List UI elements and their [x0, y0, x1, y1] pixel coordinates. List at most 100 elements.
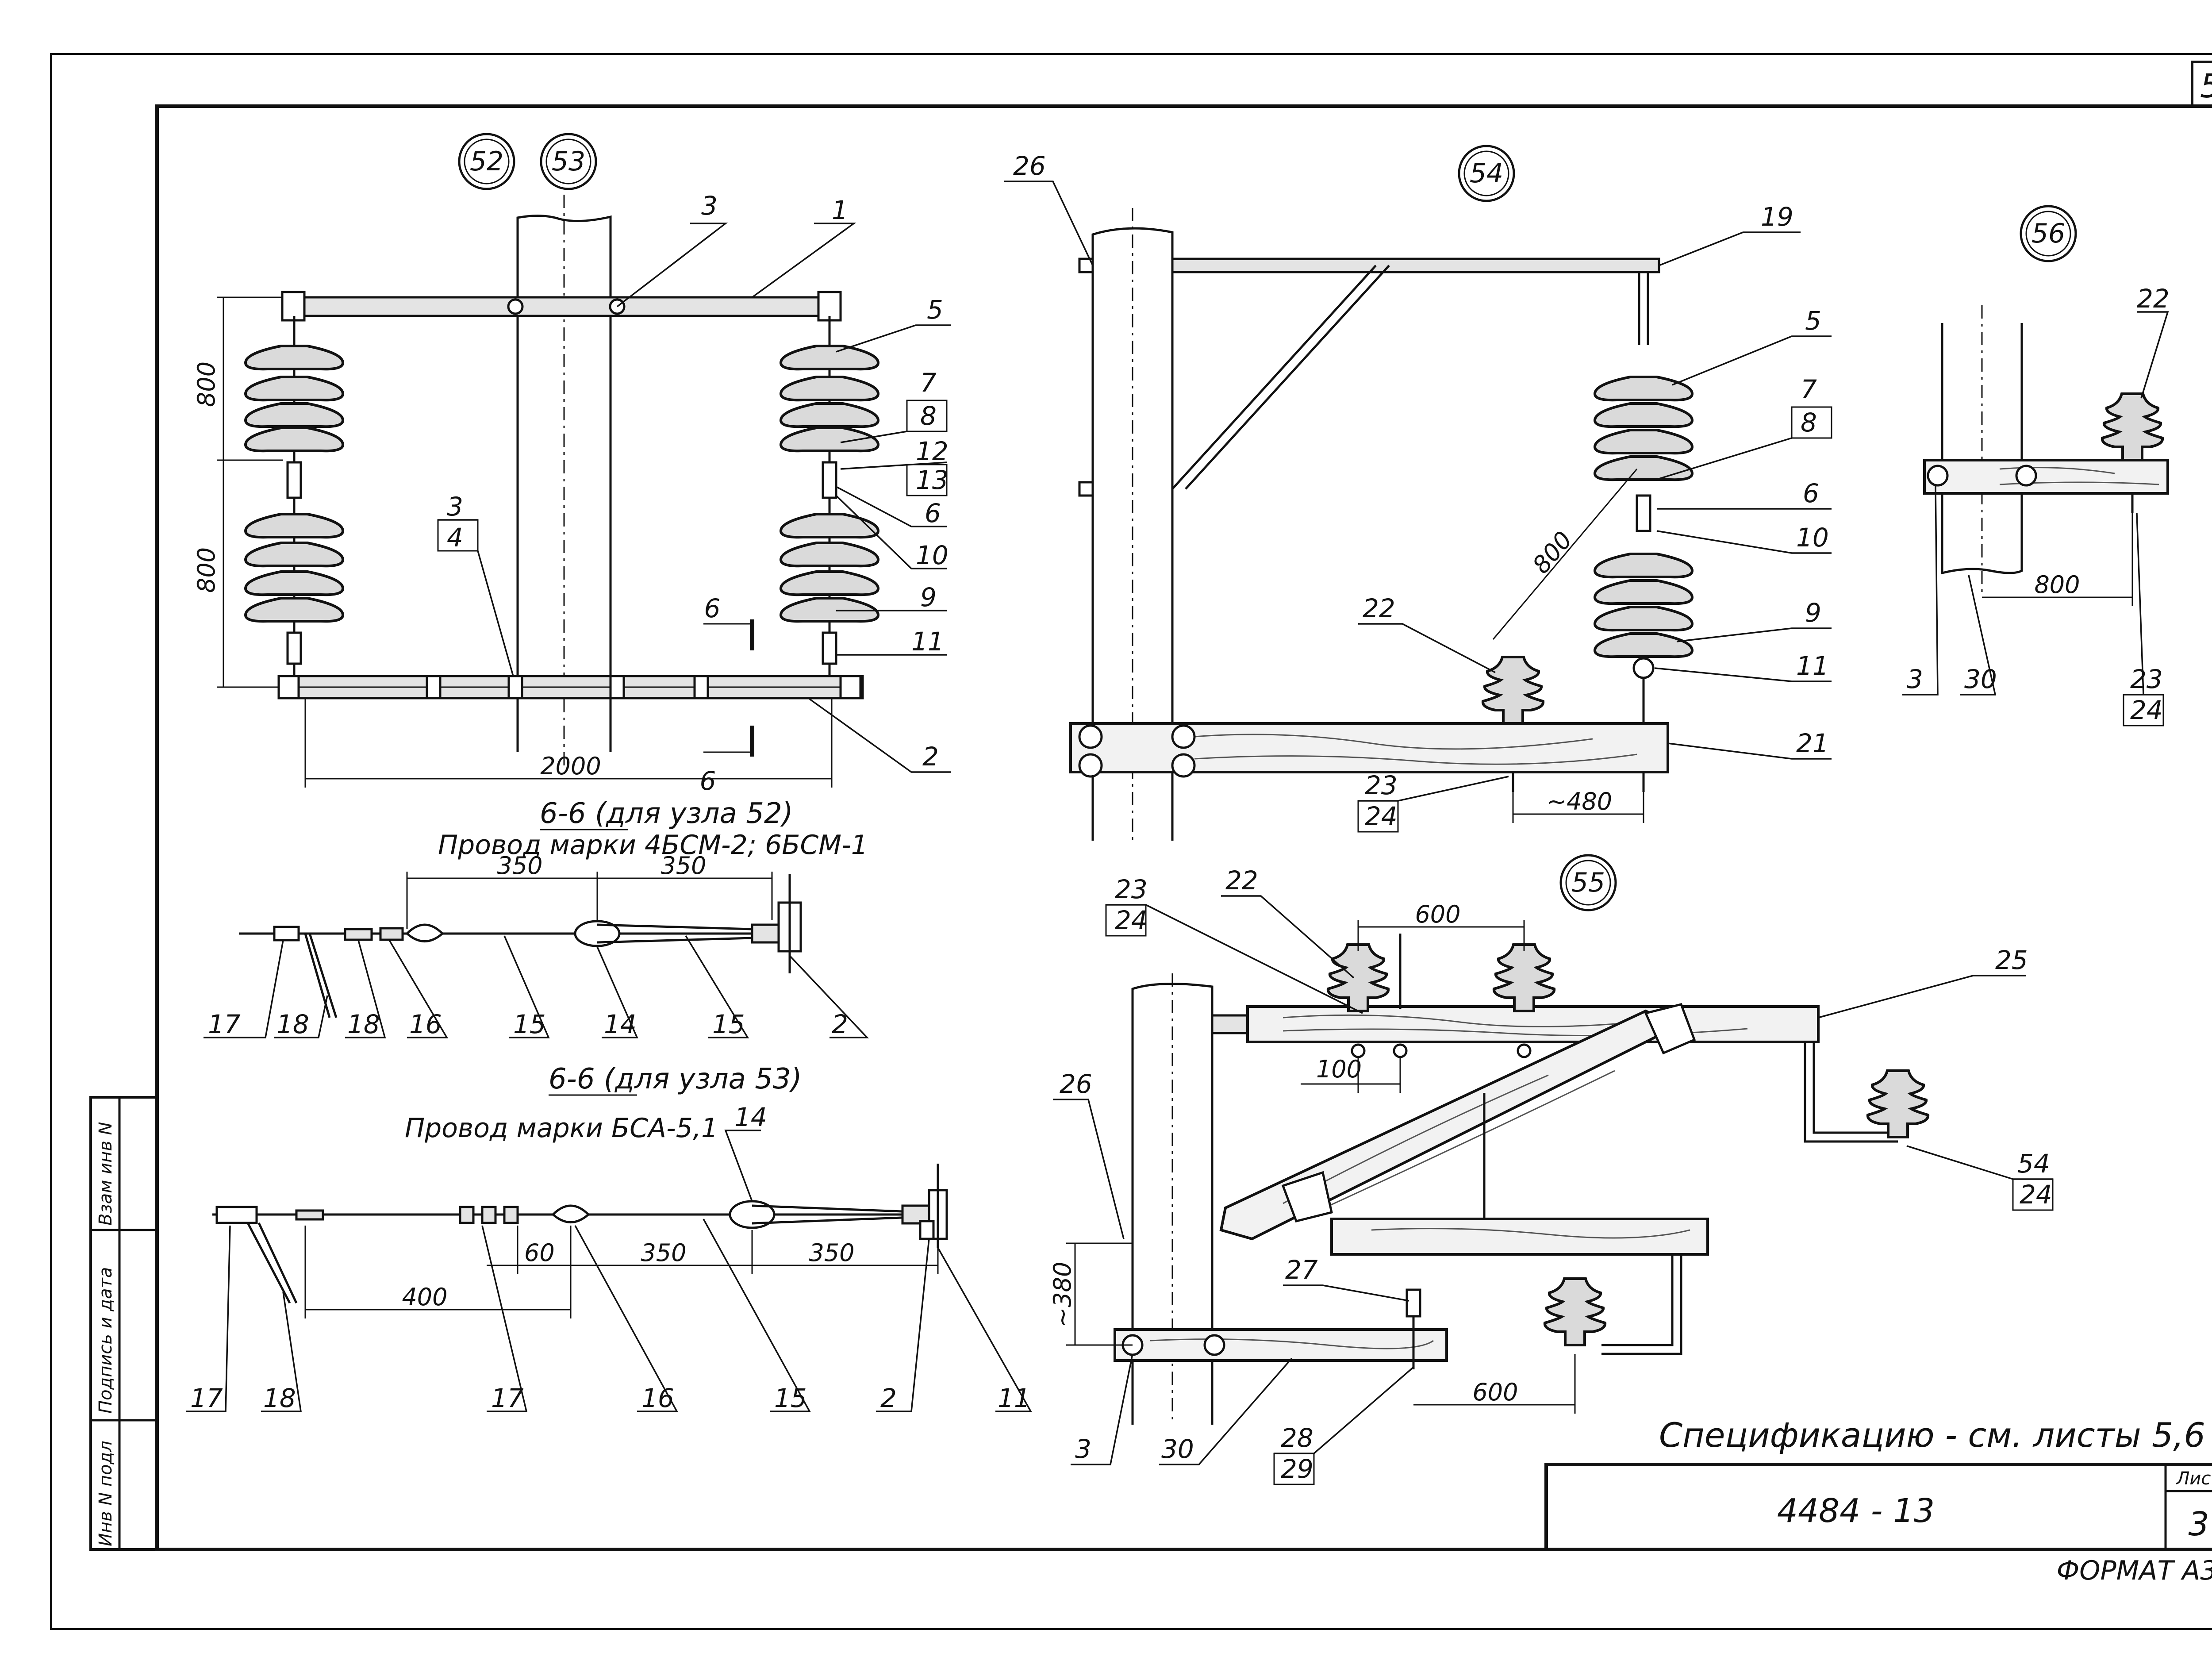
label-view52-labels-l9: 9	[920, 582, 937, 612]
label-view55-labels-l24b: 24	[2020, 1180, 2052, 1210]
label-view55-labels-l28: 28	[1281, 1423, 1313, 1453]
view-55: 55 600	[1048, 854, 2054, 1485]
wood-arm-bottom-55	[1114, 1328, 1448, 1362]
label-view52-labels-l3b: 3	[447, 492, 463, 522]
label-view54-labels-l6: 6	[1803, 478, 1819, 508]
node-54-label: 54	[1470, 158, 1503, 189]
node-56-label: 56	[2032, 218, 2065, 249]
node-55-circle	[1559, 854, 1617, 911]
label-view55-labels-l25: 25	[1995, 945, 2028, 975]
section-52-title: 6-6 (для узла 52)	[540, 797, 793, 830]
pole-52	[516, 215, 612, 752]
crossarm-top-52	[282, 296, 842, 317]
stamp-signature-date: Подпись и дата	[96, 1267, 116, 1414]
dim-800-bottom: 800	[192, 547, 220, 593]
label-view54-labels-l21: 21	[1796, 728, 1829, 758]
dim-800-top: 800	[192, 361, 220, 407]
insulator-string-right-52	[781, 316, 878, 676]
label-view56-labels-l23: 23	[2130, 664, 2163, 694]
label-section52-dims-d1: 350	[497, 852, 542, 880]
label-view56-labels-l24: 24	[2130, 695, 2163, 725]
label-view55-labels-l30: 30	[1161, 1434, 1194, 1464]
label-view52-labels-l6: 6	[925, 498, 941, 528]
label-section52-labels-l15a: 15	[513, 1009, 546, 1039]
label-view55-labels-l3: 3	[1075, 1434, 1091, 1464]
label-view55-dims-d600a: 600	[1415, 900, 1460, 928]
node-56-circle	[2020, 205, 2077, 262]
label-view52-labels-l3a: 3	[701, 191, 718, 221]
label-view55-labels-l24a: 24	[1115, 905, 1148, 935]
label-section53-labels-l17b: 17	[491, 1383, 524, 1413]
label-view52-labels-l12: 12	[916, 436, 949, 466]
corner-number-box: 52	[2191, 61, 2212, 108]
section-53-title: 6-6 (для узла 53)	[549, 1063, 802, 1095]
dim-2000: 2000	[540, 752, 601, 780]
label-view52-section-marks-top: 6	[704, 593, 721, 623]
label-view55-labels-l54: 54	[2017, 1149, 2050, 1179]
outer-border	[50, 53, 2212, 1630]
label-section53-dims-d60: 60	[524, 1239, 555, 1267]
node-54-circle	[1458, 145, 1515, 202]
inner-frame	[155, 104, 2212, 1551]
corner-number: 52	[2200, 67, 2212, 105]
label-view54-labels-l23: 23	[1365, 770, 1398, 800]
node-53-circle	[540, 133, 597, 190]
label-view56-labels-l30: 30	[1964, 664, 1997, 694]
label-section52-labels-l16: 16	[409, 1009, 442, 1039]
label-view52-labels-l1: 1	[832, 195, 848, 225]
label-view54-labels-l8: 8	[1801, 407, 1817, 438]
label-section53-labels-l17a: 17	[190, 1383, 223, 1413]
pole-55	[1131, 983, 1214, 1425]
label-view52-labels-l4: 4	[447, 523, 463, 553]
label-view52-labels-l2: 2	[922, 742, 939, 772]
label-view56-dims-d800: 800	[2034, 571, 2080, 599]
label-view54-labels-l10: 10	[1796, 523, 1829, 553]
label-view52-labels-l5: 5	[927, 295, 943, 325]
label-section52-labels-l18b: 18	[347, 1009, 380, 1039]
document-code: 4484 - 13	[1777, 1492, 1935, 1530]
label-section53-dims-d350b: 350	[809, 1239, 854, 1267]
section-53-subtitle: Провод марки БСА-5,1	[405, 1113, 718, 1144]
stamp-replaces-inv: Взам инв N	[96, 1122, 116, 1226]
section-53: 6-6 (для узла 53) Провод марки БСА-5,1 4…	[186, 1063, 1033, 1413]
label-view54-labels-l9: 9	[1805, 598, 1821, 628]
label-section53-labels-l11: 11	[998, 1383, 1030, 1413]
label-section52-labels-l2: 2	[832, 1009, 848, 1039]
label-view54-labels-l26: 26	[1013, 151, 1046, 181]
label-view55-dims-d600b: 600	[1472, 1378, 1518, 1406]
section-mark-6: 6 6	[700, 593, 754, 796]
label-view54-labels-l24: 24	[1365, 801, 1398, 831]
label-view54-labels-l22: 22	[1363, 593, 1395, 623]
label-view56-labels-l22: 22	[2137, 284, 2170, 314]
label-view52-labels-l11: 11	[911, 627, 944, 657]
specification-note: Спецификацию - см. листы 5,6	[1659, 1415, 2205, 1455]
label-section52-labels-l18a: 18	[276, 1009, 309, 1039]
node-55-label: 55	[1571, 867, 1605, 898]
sheet-label: Лист	[2175, 1468, 2212, 1489]
label-view52-section-marks-bottom: 6	[700, 766, 716, 796]
label-section52-labels-l17: 17	[208, 1009, 241, 1039]
wood-crossarm-54	[1069, 722, 1669, 773]
label-section52-labels-l15b: 15	[712, 1009, 745, 1039]
label-section53-labels-l14: 14	[734, 1102, 767, 1132]
section-52-subtitle: Провод марки 4БСМ-2; 6БСМ-1	[438, 830, 868, 861]
node-53-label: 53	[552, 146, 585, 177]
label-section52-labels-l14: 14	[604, 1009, 637, 1039]
sheet-number: 3	[2188, 1505, 2209, 1543]
label-view52-labels-l10: 10	[916, 540, 949, 570]
label-view55-labels-l26: 26	[1060, 1069, 1092, 1099]
label-view55-labels-l29: 29	[1281, 1454, 1313, 1484]
insulator-string-left-52	[246, 316, 343, 676]
view-56: 56 800 22 3 30 23 24	[1902, 205, 2170, 726]
label-view54-dims-base: ~480	[1547, 788, 1612, 815]
view-52-53: 5 2 53	[192, 133, 951, 796]
side-stamp: Взам инв N Подпись и дата Инв N подл	[89, 1096, 158, 1551]
label-section53-dims-d350a: 350	[641, 1239, 686, 1267]
wood-arm-56	[1923, 459, 2169, 495]
stamp-inv-no: Инв N подл	[96, 1441, 116, 1546]
label-view54-labels-l5: 5	[1805, 306, 1821, 336]
format-label: ФОРМАТ А3	[2057, 1555, 2212, 1586]
label-section52-dims-d2: 350	[661, 852, 706, 880]
label-view55-labels-l27: 27	[1285, 1255, 1318, 1285]
